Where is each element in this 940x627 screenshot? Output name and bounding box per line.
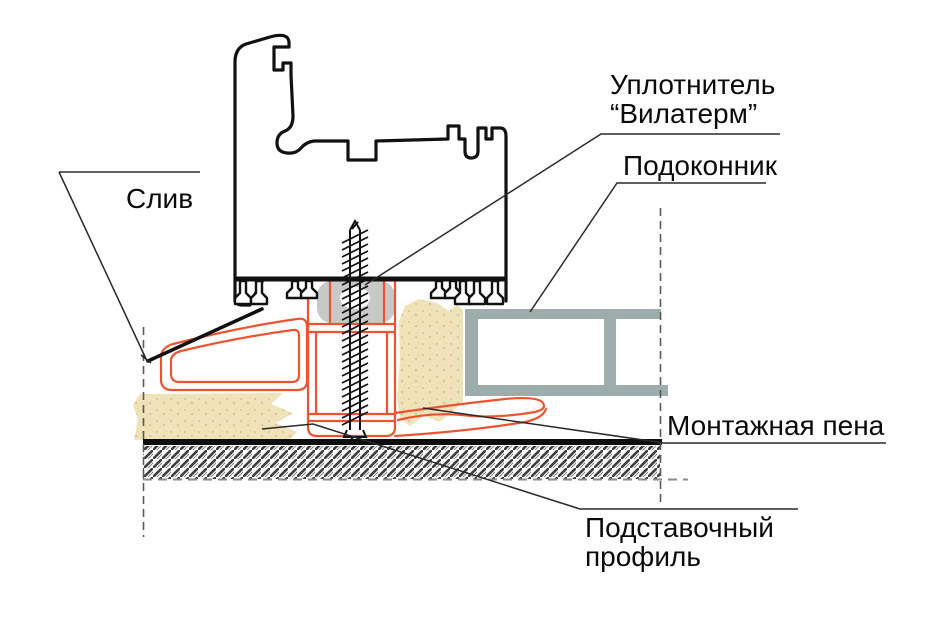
- base-hatch-band: [143, 439, 688, 481]
- label-foam: Монтажная пена: [667, 410, 885, 441]
- windowsill-profile: [465, 309, 668, 396]
- label-windowsill: Подоконник: [623, 150, 777, 181]
- label-support-profile-line1: Подставочный: [585, 512, 774, 543]
- label-sealant-line2: “Вилатерм”: [610, 98, 758, 129]
- label-sealant: Уплотнитель “Вилатерм”: [610, 70, 775, 128]
- support-profile-leader-line: [261, 423, 798, 510]
- foam-leader-line: [422, 407, 886, 444]
- foam-left-patch: [133, 393, 297, 440]
- label-sealant-line1: Уплотнитель: [610, 69, 776, 100]
- label-drain: Слив: [126, 183, 194, 214]
- fixing-screw: [341, 218, 369, 445]
- windowsill-leader-line: [529, 182, 766, 313]
- sealant-leader-line: [364, 133, 780, 286]
- drain-leader-line: [58, 171, 200, 364]
- label-support-profile-line2: профиль: [585, 541, 701, 572]
- frame-feet: [233, 279, 505, 306]
- support-profile: [159, 279, 548, 438]
- window-frame-profile: [233, 33, 508, 307]
- foam-right-patch: [397, 299, 463, 426]
- label-support-profile: Подставочный профиль: [585, 513, 774, 571]
